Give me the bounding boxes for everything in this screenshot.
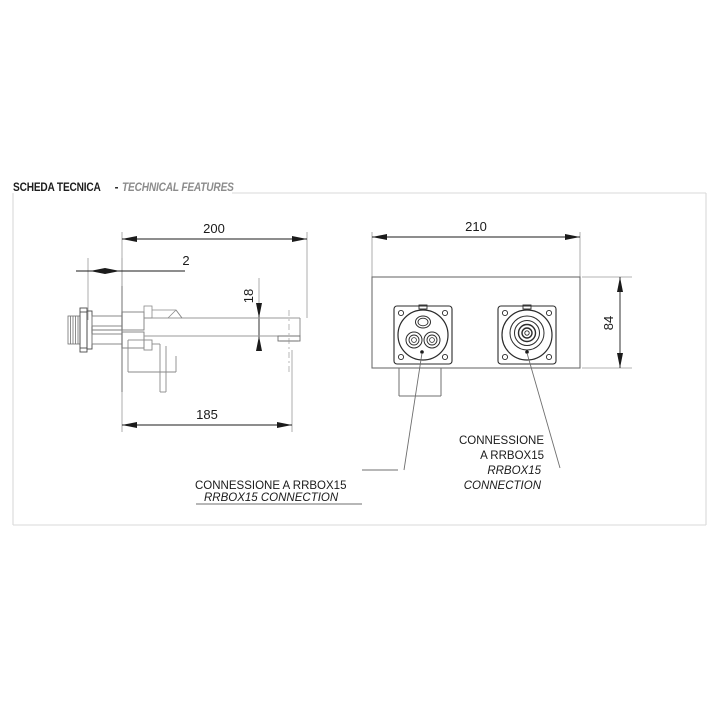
right-flange-screw-bl (501, 353, 509, 361)
bottom-outlet-stub (398, 368, 442, 397)
sheet-title-italian: SCHEDA TECNICA (13, 182, 101, 194)
sheet-frame (12, 192, 707, 526)
left-flange-screw-bl (397, 353, 405, 361)
left-flange-screw-tr (441, 309, 449, 317)
left-connection-body (397, 309, 449, 361)
sheet-title-separator: - (114, 182, 119, 194)
dim-2-label: 2 (182, 253, 189, 268)
rrbox15-body-outline (371, 276, 581, 369)
lever-handle (127, 339, 177, 393)
mixer-body-concealed (91, 311, 145, 349)
left-flange-tab (418, 304, 428, 310)
dim-18-label: 18 (241, 289, 256, 303)
dim-18: 18 (241, 289, 262, 351)
dim-200: 200 (122, 221, 307, 242)
left-view-extension-lines (87, 232, 308, 432)
dim-2: 2 (76, 253, 190, 274)
left-port-top-inner (417, 317, 429, 327)
sheet-title-english: TECHNICAL FEATURES (122, 182, 235, 194)
callout-right-line2: A RRBOX15 (480, 450, 544, 462)
dim-185: 185 (122, 407, 292, 428)
left-port-bl-mid (408, 334, 420, 346)
right-connection-body (501, 309, 553, 361)
connection-right-cartridge (497, 304, 557, 365)
leader-lines (196, 352, 561, 505)
left-port-top-outer (415, 315, 431, 329)
leader-left-callout (403, 352, 423, 471)
connection-left-3port (393, 304, 453, 365)
left-port-bl-inner (411, 337, 417, 343)
left-port-br-outer (423, 331, 441, 349)
callout-left: CONNESSIONE A RRBOX15 RRBOX15 CONNECTION (195, 480, 346, 504)
right-callout-anchor (525, 350, 529, 354)
left-callout-anchor (420, 350, 424, 354)
right-cartridge-ring-4 (521, 327, 533, 339)
spout-arm (144, 317, 301, 337)
right-flange-screw-tr (545, 309, 553, 317)
right-flange-plate (497, 305, 557, 365)
dim-185-label: 185 (196, 407, 218, 422)
dim-200-label: 200 (203, 221, 225, 236)
right-cartridge-ring-2 (514, 320, 540, 346)
right-flange-screw-tl (501, 309, 509, 317)
right-view-extension-lines (371, 232, 632, 369)
wall-escutcheon (79, 307, 93, 353)
callout-right: CONNESSIONE A RRBOX15 RRBOX15 CONNECTION (459, 435, 544, 492)
right-cartridge-core (524, 330, 530, 336)
dim-210: 210 (372, 219, 580, 240)
right-cartridge-ring-1 (509, 315, 545, 351)
callout-left-line2: RRBOX15 CONNECTION (204, 492, 339, 504)
left-port-br-inner (429, 337, 435, 343)
callout-right-line4: CONNECTION (464, 480, 542, 492)
sheet-title: SCHEDA TECNICA - TECHNICAL FEATURES (13, 182, 249, 194)
spout-root-detail (143, 305, 183, 319)
dim-84: 84 (601, 277, 623, 368)
left-flange-plate (393, 305, 453, 365)
right-flange-screw-br (545, 353, 553, 361)
left-view-group: 200 2 18 185 (67, 221, 308, 432)
dim-210-label: 210 (465, 219, 487, 234)
leader-right-callout (526, 352, 561, 469)
left-flange-screw-tl (397, 309, 405, 317)
left-port-bl-outer (405, 331, 423, 349)
right-cartridge-ring-3 (517, 323, 537, 343)
callout-right-line1: CONNESSIONE (459, 435, 544, 447)
right-flange-tab (522, 304, 532, 310)
left-port-br-mid (426, 334, 438, 346)
callout-right-line3: RRBOX15 (487, 465, 541, 477)
callout-left-line1: CONNESSIONE A RRBOX15 (195, 480, 346, 492)
right-view-group: 210 84 (371, 219, 632, 397)
dim-84-label: 84 (601, 316, 616, 330)
left-flange-screw-br (441, 353, 449, 361)
threaded-nipple (67, 315, 81, 345)
